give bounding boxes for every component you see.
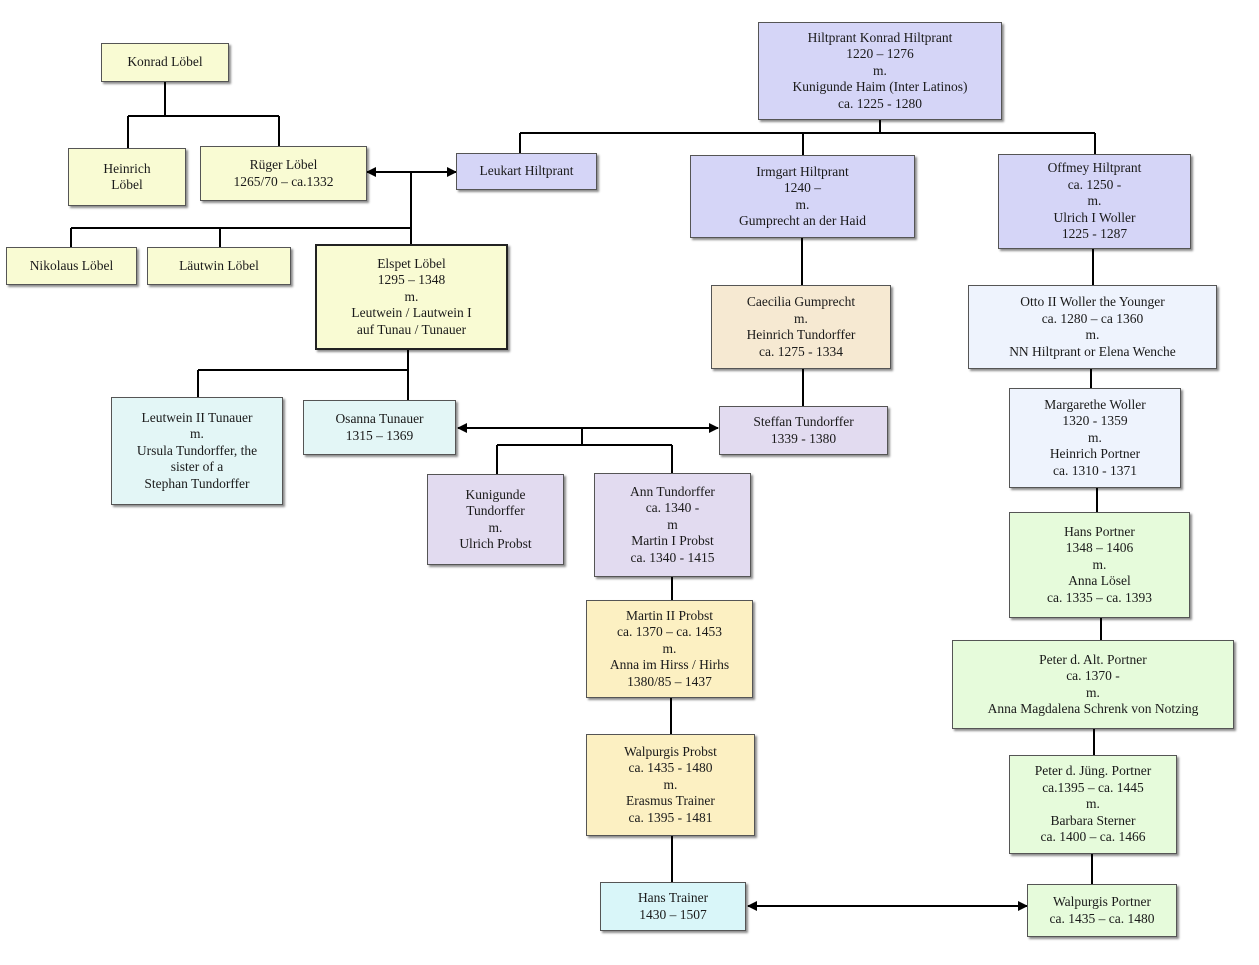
line-probst-chain xyxy=(670,577,673,882)
line-hiltprant-children xyxy=(519,120,1096,155)
person-osanna-tunauer: Osanna Tunauer 1315 – 1369 xyxy=(303,400,456,455)
person-margarethe-woller: Margarethe Woller 1320 - 1359 m. Heinric… xyxy=(1009,388,1181,488)
person-ruger-lobel: Rüger Löbel 1265/70 – ca.1332 xyxy=(200,146,367,201)
line-elspet-children xyxy=(197,350,409,400)
person-nikolaus-lobel: Nikolaus Löbel xyxy=(6,247,137,285)
person-caecilia-gumprecht: Caecilia Gumprecht m. Heinrich Tundorffe… xyxy=(711,285,891,369)
person-walpurgis-portner: Walpurgis Portner ca. 1435 – ca. 1480 xyxy=(1027,884,1177,937)
person-martin-probst: Martin II Probst ca. 1370 – ca. 1453 m. … xyxy=(586,600,753,698)
person-heinrich-lobel: Heinrich Löbel xyxy=(68,148,186,206)
line-offmey-chain xyxy=(1090,249,1102,884)
person-hans-portner: Hans Portner 1348 – 1406 m. Anna Lösel c… xyxy=(1009,512,1190,618)
person-irmgart-hiltprant: Irmgart Hiltprant 1240 – m. Gumprecht an… xyxy=(690,155,915,238)
person-kunigunde-tundorffer: Kunigunde Tundorffer m. Ulrich Probst xyxy=(427,474,564,565)
person-konrad-lobel: Konrad Löbel xyxy=(101,43,229,82)
person-lautwin-lobel: Läutwin Löbel xyxy=(147,247,291,285)
line-osanna-children xyxy=(496,428,673,474)
person-ann-tundorffer: Ann Tundorffer ca. 1340 - m Martin I Pro… xyxy=(594,473,751,577)
person-elspet-lobel: Elspet Löbel 1295 – 1348 m. Leutwein / L… xyxy=(315,244,508,350)
person-leukart-hiltprant: Leukart Hiltprant xyxy=(456,153,597,190)
line-konrad-children xyxy=(127,82,280,148)
line-ruger-children xyxy=(70,172,412,247)
person-peter-jung-portner: Peter d. Jüng. Portner ca.1395 – ca. 144… xyxy=(1009,755,1177,854)
person-hans-trainer: Hans Trainer 1430 – 1507 xyxy=(600,882,746,931)
person-leutwein-tunauer: Leutwein II Tunauer m. Ursula Tundorffer… xyxy=(111,397,283,505)
person-otto-woller: Otto II Woller the Younger ca. 1280 – ca… xyxy=(968,285,1217,369)
person-walpurgis-probst: Walpurgis Probst ca. 1435 - 1480 m. Eras… xyxy=(586,734,755,836)
person-peter-alt-portner: Peter d. Alt. Portner ca. 1370 - m. Anna… xyxy=(952,640,1234,729)
person-offmey-hiltprant: Offmey Hiltprant ca. 1250 - m. Ulrich I … xyxy=(998,154,1191,249)
person-steffan-tundorffer: Steffan Tundorffer 1339 - 1380 xyxy=(719,406,888,455)
person-hiltprant-konrad: Hiltprant Konrad Hiltprant 1220 – 1276 m… xyxy=(758,22,1002,120)
